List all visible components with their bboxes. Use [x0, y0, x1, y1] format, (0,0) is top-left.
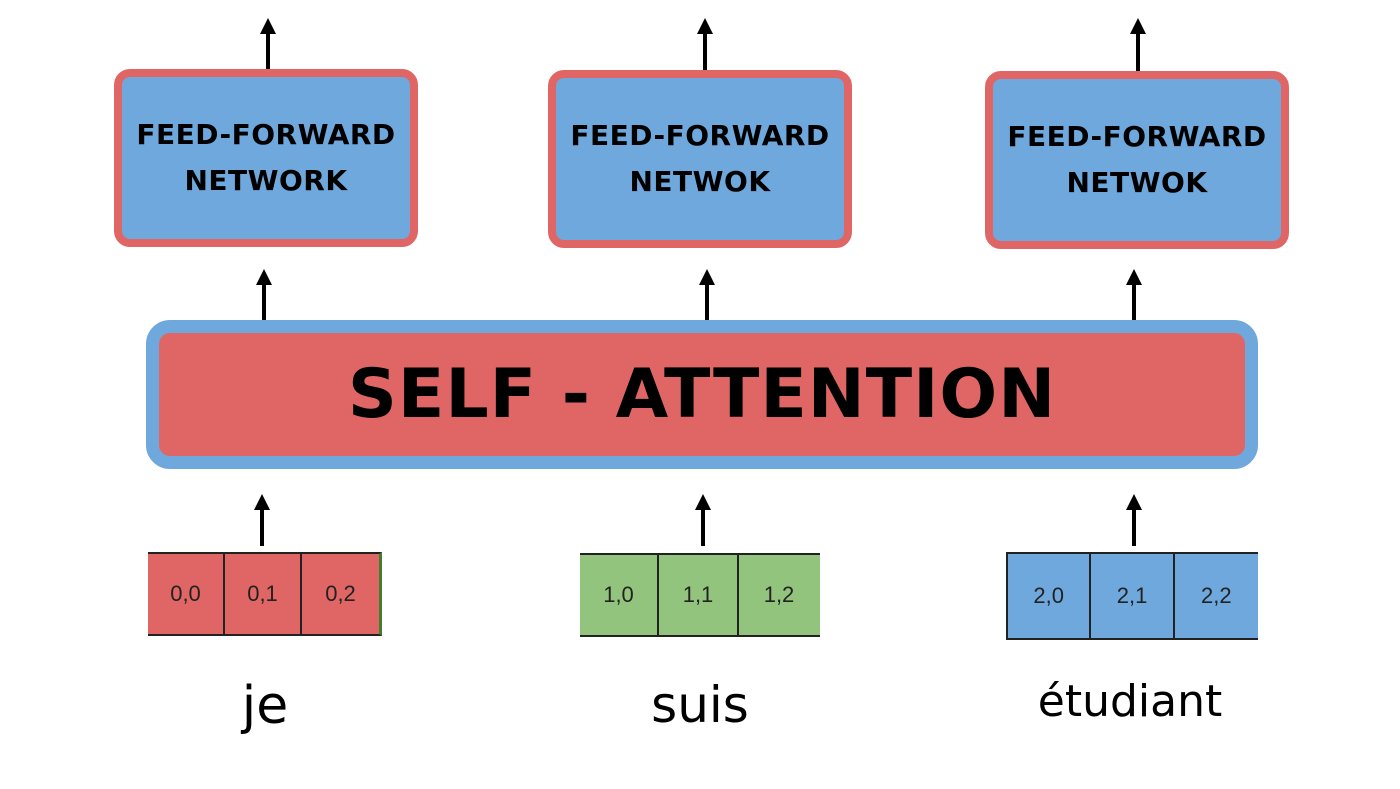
vector-cell: 2,0 — [1008, 554, 1092, 638]
vector-cell: 0,1 — [225, 554, 302, 634]
self-attention-block: SELF - ATTENTION — [146, 320, 1258, 469]
feed-forward-network-box: FEED-FORWARD NETWOK — [548, 70, 852, 248]
vector-cell: 2,2 — [1201, 583, 1232, 608]
input-word-suis: suis — [651, 676, 749, 734]
ff-label-line2: NETWOK — [1066, 166, 1208, 199]
ff-label-line1: FEED-FORWARD — [1007, 120, 1267, 153]
embedding-vector-suis: 1,0 1,1 1,2 — [580, 553, 820, 637]
feed-forward-network-box: FEED-FORWARD NETWOK — [985, 71, 1289, 249]
input-word-etudiant: étudiant — [1037, 676, 1223, 727]
embedding-vector-je: 0,0 0,1 0,2 — [148, 552, 382, 636]
vector-cell: 1,1 — [659, 555, 739, 635]
vector-cell: 0,0 — [148, 554, 225, 634]
self-attention-label: SELF - ATTENTION — [347, 355, 1057, 434]
vector-cell: 0,2 — [325, 581, 356, 606]
vector-cell: 1,0 — [580, 555, 659, 635]
input-word-je: je — [241, 676, 289, 736]
ff-label-line1: FEED-FORWARD — [136, 118, 396, 151]
embedding-vector-etudiant: 2,0 2,1 2,2 — [1006, 552, 1258, 640]
feed-forward-network-box: FEED-FORWARD NETWORK — [114, 69, 418, 247]
ff-label-line1: FEED-FORWARD — [570, 119, 830, 152]
ff-label-line2: NETWORK — [184, 164, 348, 197]
vector-cell: 2,1 — [1091, 554, 1175, 638]
ff-label-line2: NETWOK — [629, 165, 771, 198]
vector-cell: 1,2 — [763, 582, 795, 607]
